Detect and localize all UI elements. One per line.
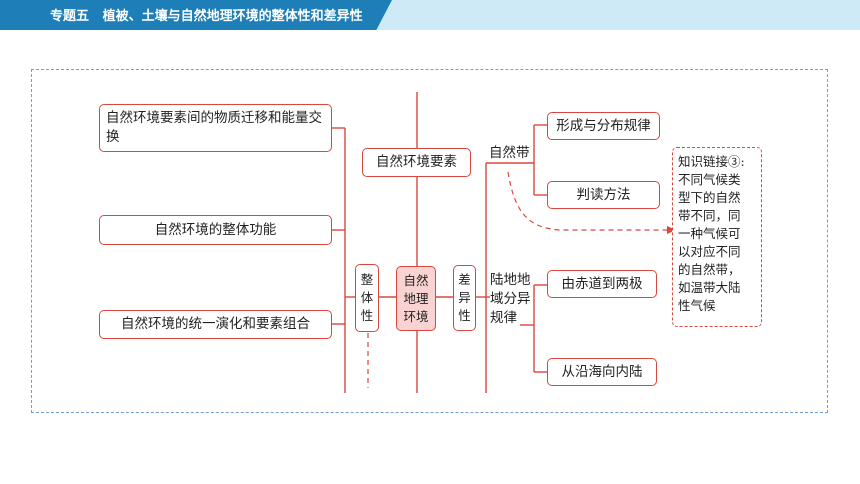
landsea-item-equator: 由赤道到两极	[547, 270, 657, 298]
landsea-item-coast: 从沿海向内陆	[547, 358, 657, 386]
header-notch	[30, 26, 50, 30]
header-title: 专题五 植被、土壤与自然地理环境的整体性和差异性	[50, 5, 363, 24]
knowledge-link-note: 知识链接③: 不同气候类 型下的自然 带不同，同 一种气候可 以对应不同 的自然…	[672, 147, 762, 327]
center-box: 自然 地理 环境	[396, 266, 436, 331]
center-text: 自然 地理 环境	[403, 272, 429, 324]
difference-box: 差 异 性	[453, 265, 476, 331]
arrowhead-icon	[667, 226, 676, 234]
left-item-function-text: 自然环境的整体功能	[154, 221, 277, 238]
zone-item-pattern-text: 形成与分布规律	[556, 117, 651, 134]
difference-text: 差 异 性	[458, 272, 471, 323]
zone-item-reading-text: 判读方法	[576, 186, 631, 203]
landsea-item-equator-text: 由赤道到两极	[561, 275, 643, 292]
element-box: 自然环境要素	[362, 148, 471, 177]
wholeness-box: 整 体 性	[355, 264, 379, 332]
left-item-exchange: 自然环境要素间的物质迁移和能量交换	[99, 104, 332, 152]
landsea-item-coast-text: 从沿海向内陆	[561, 363, 643, 380]
header-tab	[0, 0, 392, 30]
header-title-text: 植被、土壤与自然地理环境的整体性和差异性	[102, 9, 363, 24]
left-item-evolution-text: 自然环境的统一演化和要素组合	[121, 316, 310, 332]
diagram-frame	[31, 69, 828, 413]
knowledge-link-note-text: 知识链接③: 不同气候类 型下的自然 带不同，同 一种气候可 以对应不同 的自然…	[678, 154, 745, 313]
natural-zone-label: 自然带	[489, 145, 530, 161]
wholeness-text: 整 体 性	[360, 272, 374, 323]
header-topic: 专题五	[50, 9, 90, 24]
zone-item-reading: 判读方法	[547, 181, 660, 209]
land-sea-label: 陆地地 域分异 规律	[490, 272, 531, 326]
left-item-function: 自然环境的整体功能	[99, 215, 332, 245]
left-item-evolution: 自然环境的统一演化和要素组合	[99, 310, 332, 339]
zone-item-pattern: 形成与分布规律	[547, 112, 660, 140]
left-item-exchange-text: 自然环境要素间的物质迁移和能量交换	[106, 110, 322, 145]
element-box-text: 自然环境要素	[376, 154, 457, 170]
dashed-arrow-to-note	[507, 171, 668, 231]
